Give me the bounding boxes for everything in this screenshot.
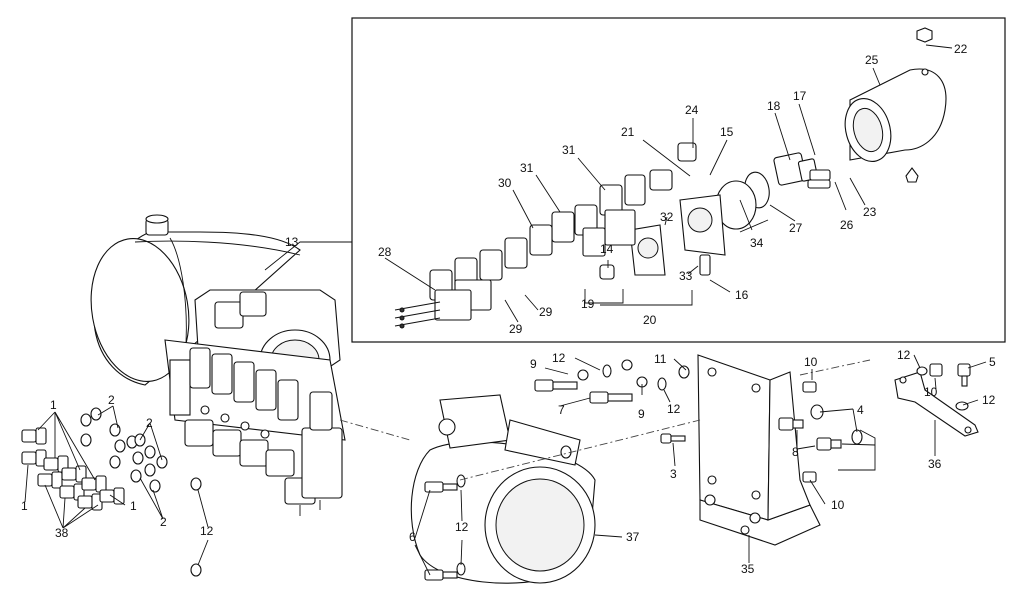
- bracket-hardware: [534, 359, 863, 483]
- callout-label: 31: [520, 161, 534, 175]
- callout-label: 5: [989, 355, 996, 369]
- fittings-group: [21, 427, 125, 511]
- callout-label: 19: [581, 297, 595, 311]
- callout-label: 32: [660, 210, 674, 224]
- detail-inset-frame: [351, 17, 1006, 343]
- callout-label: 25: [865, 53, 879, 67]
- inset-tank: [844, 27, 947, 183]
- callout-label: 34: [750, 236, 764, 250]
- callout-label: 21: [621, 125, 635, 139]
- callout-label: 26: [840, 218, 854, 232]
- callout-label: 4: [857, 403, 864, 417]
- inset-motor-parts: [599, 142, 831, 280]
- callout-label: 14: [600, 242, 614, 256]
- callout-label: 35: [741, 562, 755, 576]
- callout-label: 17: [793, 89, 807, 103]
- leader-lines: [24, 44, 987, 576]
- electric-motor: [410, 394, 596, 584]
- callout-label: 33: [679, 269, 693, 283]
- callout-label: 11: [654, 352, 667, 366]
- callout-label: 7: [558, 403, 565, 417]
- callout-label: 2: [146, 416, 153, 430]
- callout-label: 28: [378, 245, 392, 259]
- callout-label: 18: [767, 99, 781, 113]
- callout-label: 31: [562, 143, 576, 157]
- motor-bolts: [424, 474, 466, 581]
- callout-label: 27: [789, 221, 803, 235]
- callout-label: 2: [160, 515, 167, 529]
- callout-label: 22: [954, 42, 968, 56]
- callout-label: 3: [670, 467, 677, 481]
- inset-valve-stack: [394, 184, 636, 329]
- callout-label: 23: [863, 205, 877, 219]
- callout-label: 29: [539, 305, 553, 319]
- callout-label: 12: [982, 393, 996, 407]
- callout-label: 30: [498, 176, 512, 190]
- callout-label: 29: [509, 322, 523, 336]
- callout-label: 13: [285, 235, 299, 249]
- callout-label: 16: [735, 288, 749, 302]
- callout-label: 2: [108, 393, 115, 407]
- callout-label: 9: [530, 357, 537, 371]
- callout-label: 6: [409, 530, 416, 544]
- callout-label: 10: [831, 498, 845, 512]
- callout-label: 12: [200, 524, 214, 538]
- callout-label: 1: [50, 398, 57, 412]
- hydraulic-power-unit: [90, 214, 346, 516]
- support-bracket: [894, 363, 979, 437]
- callout-label: 12: [897, 348, 911, 362]
- callout-label: 1: [21, 499, 28, 513]
- callout-label: 36: [928, 457, 942, 471]
- callout-label: 38: [55, 526, 69, 540]
- callout-label: 12: [667, 402, 681, 416]
- callout-label: 1: [130, 499, 137, 513]
- callout-labels: 22 25 24 18 17 21 15 31 31 30 32 34 27 2…: [21, 42, 996, 576]
- callout-label: 10: [924, 385, 938, 399]
- callout-label: 24: [685, 103, 699, 117]
- o-rings-group: [80, 407, 202, 577]
- callout-label: 20: [643, 313, 657, 327]
- callout-label: 10: [804, 355, 818, 369]
- callout-label: 9: [638, 407, 645, 421]
- callout-label: 15: [720, 125, 734, 139]
- callout-label: 12: [455, 520, 469, 534]
- mounting-bracket: [697, 354, 821, 546]
- callout-label: 8: [792, 445, 799, 459]
- callout-label: 37: [626, 530, 640, 544]
- callout-label: 12: [552, 351, 566, 365]
